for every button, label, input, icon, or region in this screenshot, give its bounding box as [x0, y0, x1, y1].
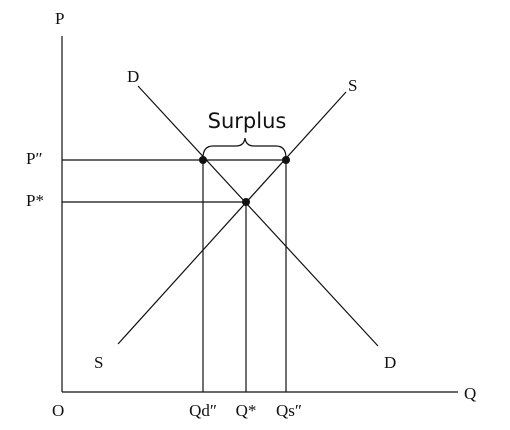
supply-label-bottom: S [94, 353, 103, 372]
supply-point-marker [282, 156, 290, 164]
qd-label: Qd″ [189, 401, 217, 420]
surplus-label: Surplus [208, 109, 287, 133]
origin-label: O [52, 401, 64, 420]
demand-point-marker [199, 156, 207, 164]
price-axis-label: P [55, 9, 64, 28]
qs-label: Qs″ [276, 401, 302, 420]
price-equilibrium-label: P* [26, 191, 44, 210]
price-high-label: P″ [26, 149, 43, 168]
demand-label-top: D [127, 67, 139, 86]
equilibrium-marker [242, 198, 250, 206]
demand-label-bottom: D [384, 353, 396, 372]
demand-curve [137, 85, 379, 347]
qstar-label: Q* [236, 401, 257, 420]
quantity-axis-label: Q [464, 384, 476, 403]
supply-label-top: S [348, 76, 357, 95]
surplus-brace [202, 137, 287, 159]
supply-curve [117, 91, 347, 345]
